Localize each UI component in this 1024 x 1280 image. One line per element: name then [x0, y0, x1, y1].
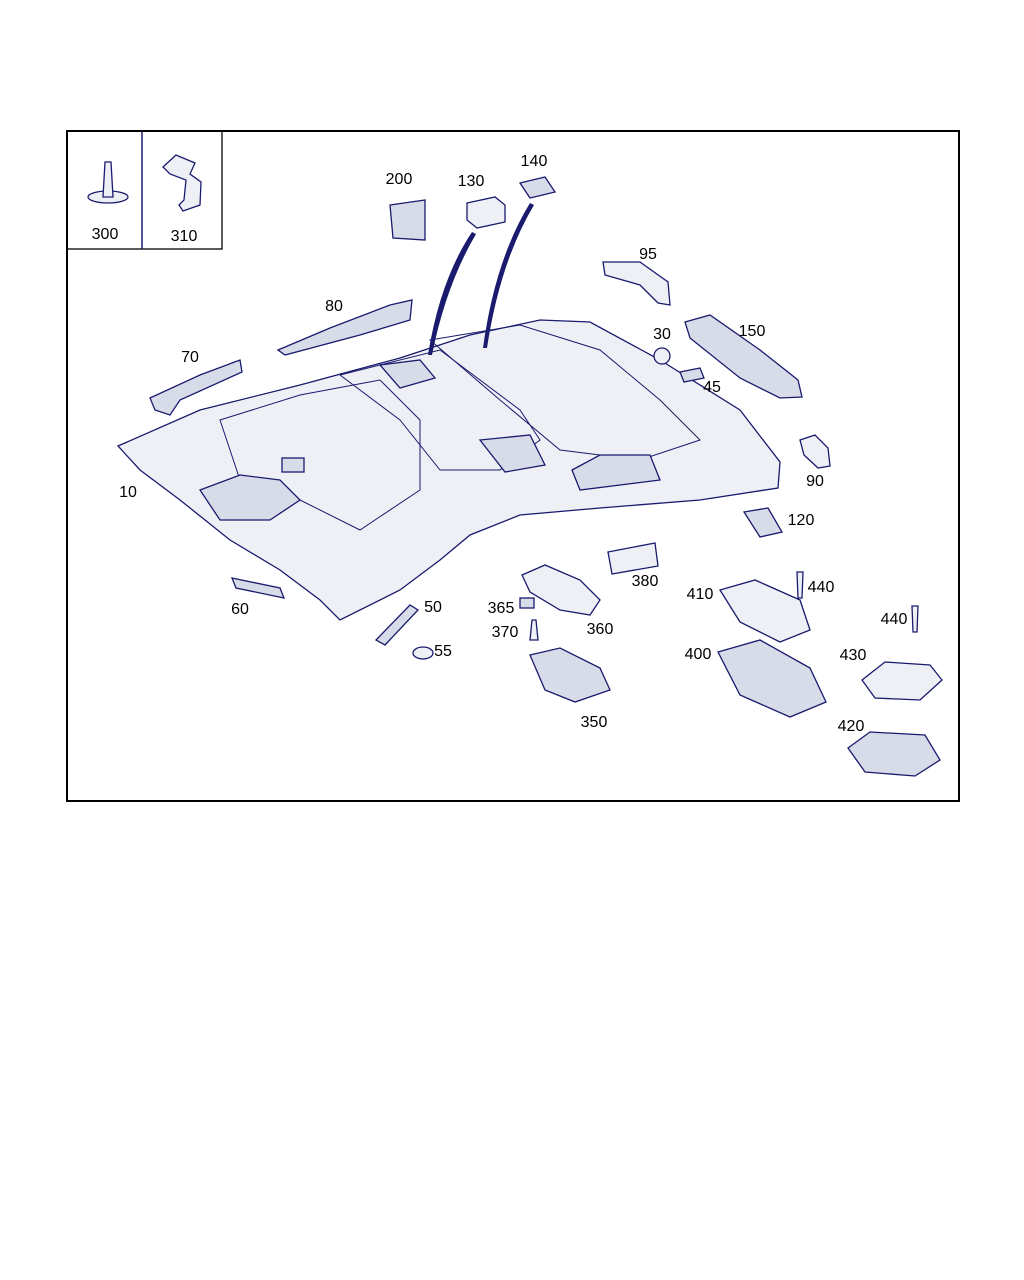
label-70: 70 — [181, 349, 199, 366]
part-120 — [742, 507, 784, 538]
label-400: 400 — [685, 646, 712, 663]
label-420: 420 — [838, 718, 865, 735]
part-370 — [529, 619, 539, 641]
label-200: 200 — [386, 171, 413, 188]
part-70 — [149, 359, 243, 416]
part-95 — [602, 261, 671, 306]
label-95: 95 — [639, 246, 657, 263]
part-380 — [607, 542, 659, 575]
label-370: 370 — [492, 624, 519, 641]
part-30 — [653, 347, 671, 365]
label-360: 360 — [587, 621, 614, 638]
label-80: 80 — [325, 298, 343, 315]
label-50: 50 — [424, 599, 442, 616]
part-350 — [529, 647, 611, 703]
label-130: 130 — [458, 173, 485, 190]
headliner-part-10 — [116, 319, 781, 621]
label-300: 300 — [92, 226, 119, 243]
label-60: 60 — [231, 601, 249, 618]
part-140 — [518, 176, 557, 199]
part-430 — [861, 661, 943, 701]
part-300-clip-icon — [87, 161, 129, 204]
label-410: 410 — [687, 586, 714, 603]
part-310-bracket-icon — [162, 154, 202, 212]
part-45 — [679, 367, 705, 383]
part-200 — [389, 199, 426, 241]
part-440-screw-b — [911, 605, 919, 633]
label-45: 45 — [703, 379, 721, 396]
label-365: 365 — [488, 600, 515, 617]
label-440-a: 440 — [808, 579, 835, 596]
label-120: 120 — [788, 512, 815, 529]
part-90 — [799, 434, 831, 469]
part-130 — [466, 196, 506, 229]
label-55: 55 — [434, 643, 452, 660]
label-150: 150 — [739, 323, 766, 340]
arrow-140 — [483, 203, 534, 348]
arrow-130 — [428, 232, 476, 355]
label-440-b: 440 — [881, 611, 908, 628]
diagram-frame — [66, 130, 960, 802]
label-140: 140 — [521, 153, 548, 170]
label-10: 10 — [119, 484, 137, 501]
part-50 — [374, 604, 420, 646]
inset-box — [66, 130, 223, 250]
part-400 — [717, 639, 827, 718]
part-420 — [847, 731, 941, 777]
label-310: 310 — [171, 228, 198, 245]
label-380: 380 — [632, 573, 659, 590]
label-30: 30 — [653, 326, 671, 343]
part-410 — [718, 579, 811, 643]
part-440-screw-a — [796, 571, 804, 599]
part-80 — [276, 299, 413, 356]
part-150 — [684, 314, 803, 399]
part-60 — [230, 577, 286, 599]
part-365 — [519, 597, 535, 609]
label-430: 430 — [840, 647, 867, 664]
part-55 — [412, 646, 434, 660]
label-350: 350 — [581, 714, 608, 731]
part-360 — [521, 564, 601, 616]
label-90: 90 — [806, 473, 824, 490]
